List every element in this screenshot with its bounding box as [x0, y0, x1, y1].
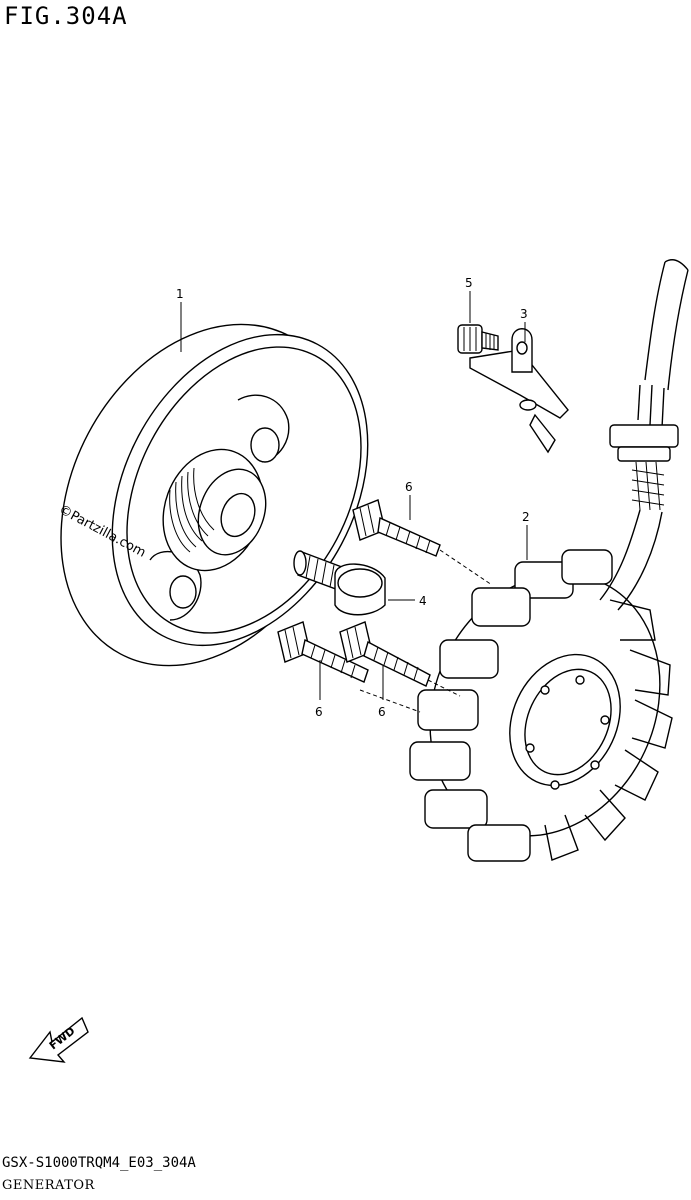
- model-code: GSX-S1000TRQM4_E03_304A: [2, 1155, 196, 1171]
- callout-1: 1: [176, 287, 184, 301]
- callout-6-lower-left: 6: [315, 705, 323, 719]
- wire-harness: [599, 259, 689, 611]
- callout-5: 5: [465, 276, 473, 290]
- section-name: GENERATOR: [2, 1178, 95, 1193]
- stator-bolt-lower-right: [339, 621, 431, 687]
- callout-6-lower-right: 6: [378, 705, 386, 719]
- rotor-part: [60, 323, 369, 667]
- callout-6-upper: 6: [405, 480, 413, 494]
- fwd-arrow-icon: FWD: [28, 1016, 89, 1063]
- clamp-bracket-part: [469, 328, 569, 454]
- callout-4: 4: [419, 594, 427, 608]
- callout-3: 3: [520, 307, 528, 321]
- figure-title: FIG.304A: [4, 2, 128, 30]
- small-bolt-part: [457, 324, 499, 354]
- callout-2: 2: [522, 510, 530, 524]
- stator-bolt-upper: [352, 499, 441, 557]
- rotor-bolt-part: [293, 550, 386, 616]
- stator-part: [409, 549, 673, 862]
- stator-bolt-lower-left: [277, 621, 369, 683]
